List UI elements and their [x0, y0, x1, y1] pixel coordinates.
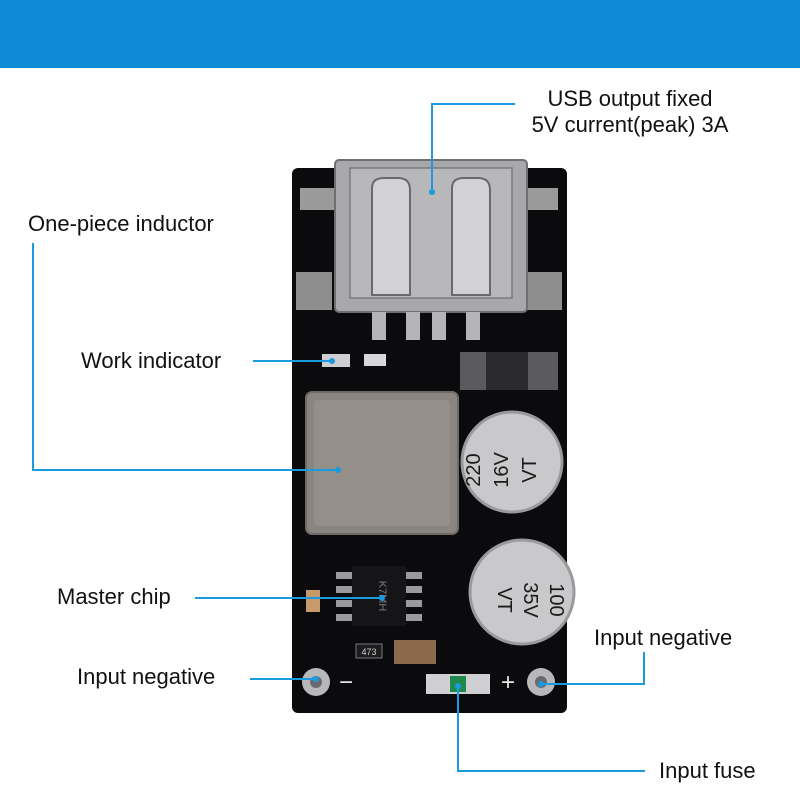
led-resistor: [364, 354, 386, 366]
usb-spring-right: [451, 177, 491, 296]
resistor-473-mark: 473: [361, 647, 376, 657]
usb-pin-3: [432, 312, 446, 340]
capacitor-100uf-mark-3: VT: [493, 587, 515, 613]
inductor-face: [314, 400, 450, 526]
chip-pin-right-2: [406, 586, 422, 593]
chip-pin-left-2: [336, 586, 352, 593]
usb-pin-2: [406, 312, 420, 340]
label-input-negative-right: Input negative: [594, 625, 733, 650]
master-chip: [352, 566, 406, 626]
capacitor-220uf-mark-1: 220: [463, 453, 485, 486]
chip-pin-right-3: [406, 600, 422, 607]
chip-pin-left-1: [336, 572, 352, 579]
usb-tab-top-left: [300, 188, 334, 210]
callout-line-inductor: [32, 243, 338, 471]
minus-silkscreen: −: [339, 669, 353, 696]
label-usb-output-line2: 5V current(peak) 3A: [531, 112, 729, 137]
callout-dot-input-fuse: [455, 683, 461, 689]
capacitor-220uf: [460, 410, 564, 514]
capacitor-100uf-mark-1: 100: [545, 583, 567, 616]
label-inductor: One-piece inductor: [28, 211, 214, 236]
callout-line-input-negative-right: [541, 652, 645, 685]
callout-dot-inductor: [335, 467, 341, 473]
callout-dot-usb-output: [429, 189, 435, 195]
usb-pin-1: [372, 312, 386, 340]
chip-pin-left-3: [336, 600, 352, 607]
work-indicator-led: [322, 354, 350, 367]
plus-silkscreen: +: [501, 669, 515, 696]
callout-dot-master-chip: [379, 595, 385, 601]
callout-dot-work-indicator: [329, 358, 335, 364]
callout-dot-input-negative-left: [313, 676, 319, 682]
usb-tab-bottom-left: [296, 272, 332, 310]
smd-resistor-473: [355, 643, 383, 659]
chip-pin-right-1: [406, 572, 422, 579]
label-master-chip: Master chip: [57, 584, 171, 609]
capacitor-220uf-mark-3: VT: [519, 457, 541, 483]
usb-pin-4: [466, 312, 480, 340]
callout-line-usb-output: [431, 103, 515, 192]
label-usb-output-line1: USB output fixed: [547, 86, 713, 111]
callout-dot-input-negative-right: [538, 681, 544, 687]
usb-spring-left: [371, 177, 411, 296]
capacitor-100uf: [468, 538, 576, 646]
chip-pin-left-4: [336, 614, 352, 621]
usb-tab-top-right: [524, 188, 558, 210]
callout-line-input-fuse: [457, 686, 645, 772]
label-work-indicator: Work indicator: [81, 348, 222, 373]
label-input-fuse: Input fuse: [659, 758, 756, 783]
chip-pin-right-4: [406, 614, 422, 621]
capacitor-100uf-mark-2: 35V: [519, 582, 541, 618]
capacitor-220uf-mark-2: 16V: [491, 452, 513, 488]
label-input-negative-left: Input negative: [77, 664, 216, 689]
header-banner: [0, 0, 800, 68]
diode-body: [486, 352, 528, 390]
usb-tab-bottom-right: [526, 272, 562, 310]
smd-resistor-small: [306, 590, 320, 612]
smd-capacitor: [394, 640, 436, 664]
